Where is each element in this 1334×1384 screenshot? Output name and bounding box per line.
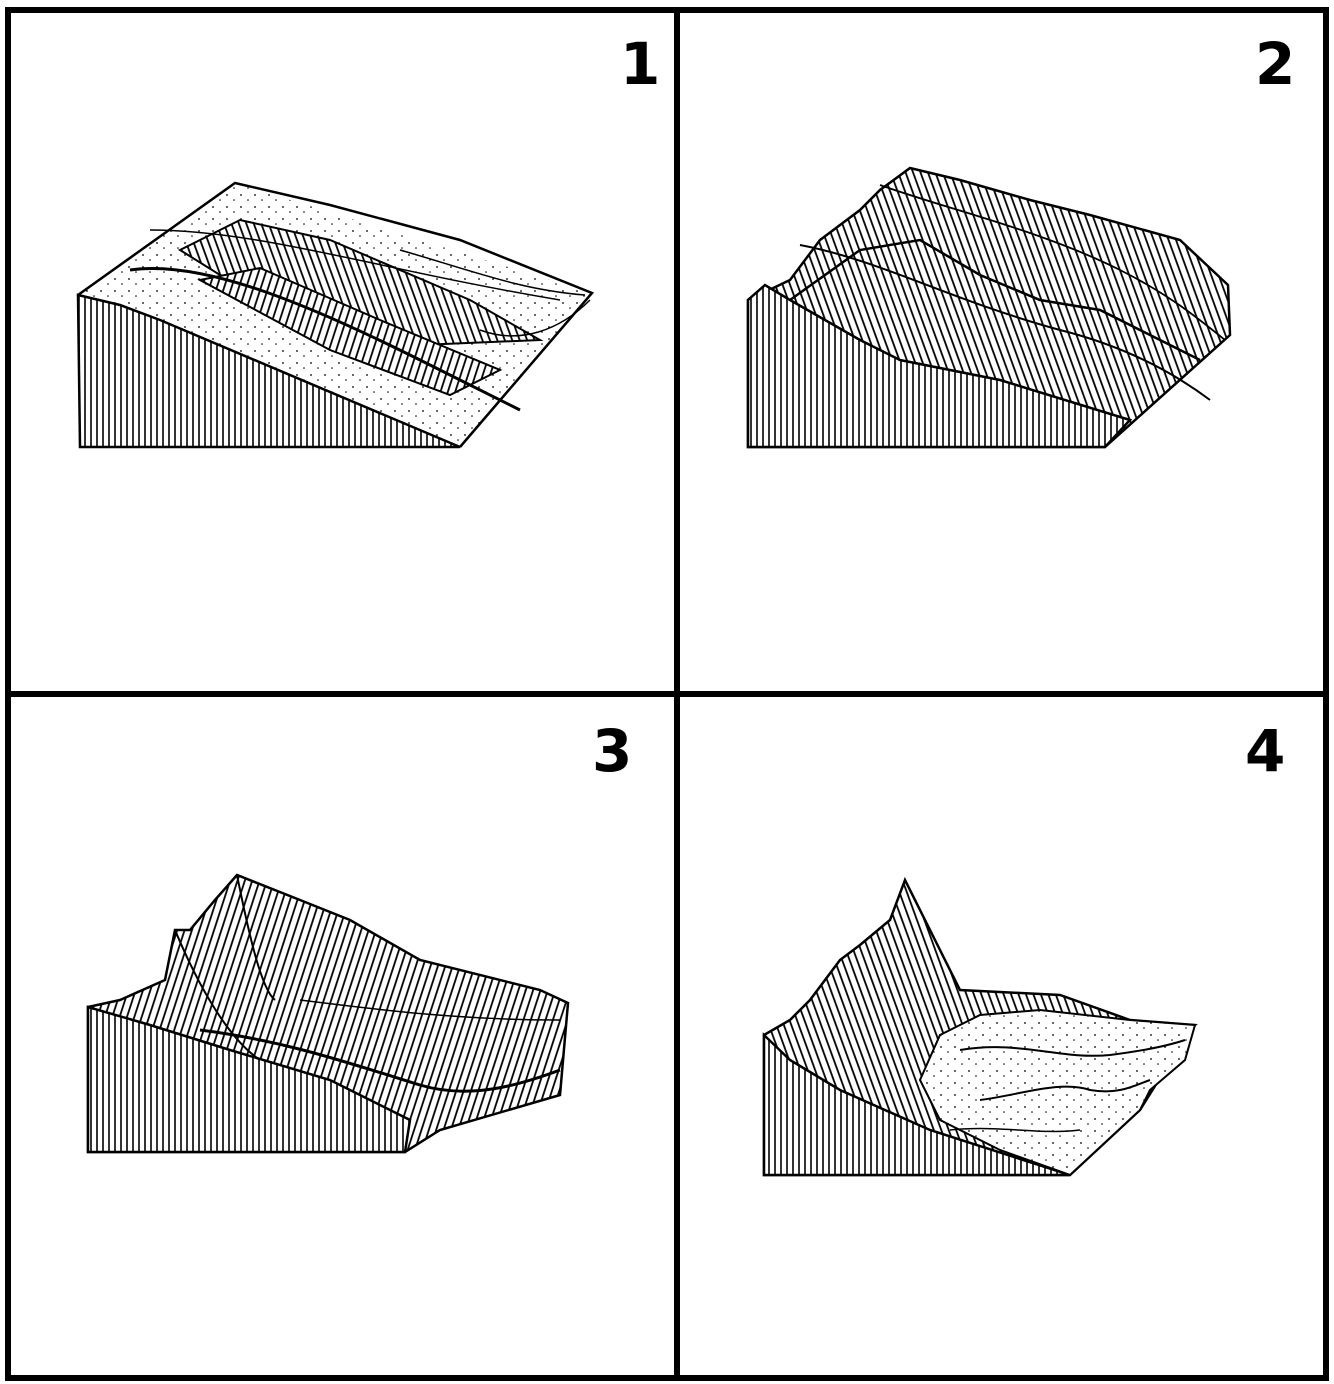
panel-3-number: 3 xyxy=(592,722,632,780)
panel-4-number: 4 xyxy=(1245,722,1285,780)
panel-1-number: 1 xyxy=(620,35,660,93)
panel-2-number: 2 xyxy=(1255,35,1295,93)
